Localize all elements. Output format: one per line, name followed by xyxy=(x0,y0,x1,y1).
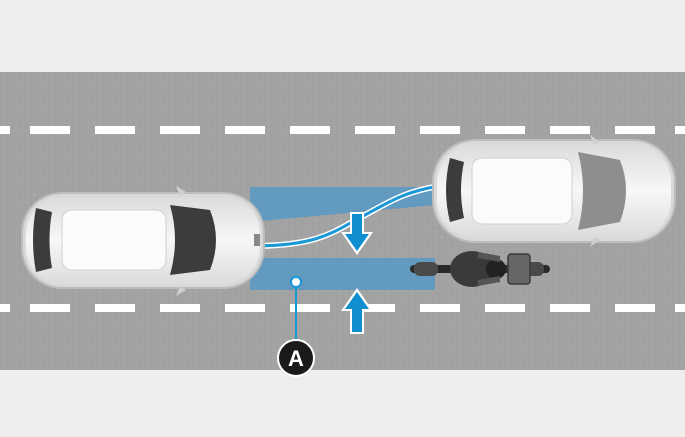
callout-marker-a: A xyxy=(277,339,315,377)
lane-marking-bottom xyxy=(0,304,685,312)
callout-label: A xyxy=(288,346,304,371)
detection-zone-upper xyxy=(250,187,435,222)
arrow-up-icon xyxy=(341,288,373,334)
callout-anchor-dot xyxy=(290,276,302,288)
ego-car-icon xyxy=(21,186,265,296)
arrow-down-icon xyxy=(341,212,373,255)
detection-zone-lower xyxy=(250,258,435,290)
lane-marking-top xyxy=(0,126,685,134)
oncoming-car-icon xyxy=(432,135,676,247)
bicycle-rider-icon xyxy=(410,251,550,287)
